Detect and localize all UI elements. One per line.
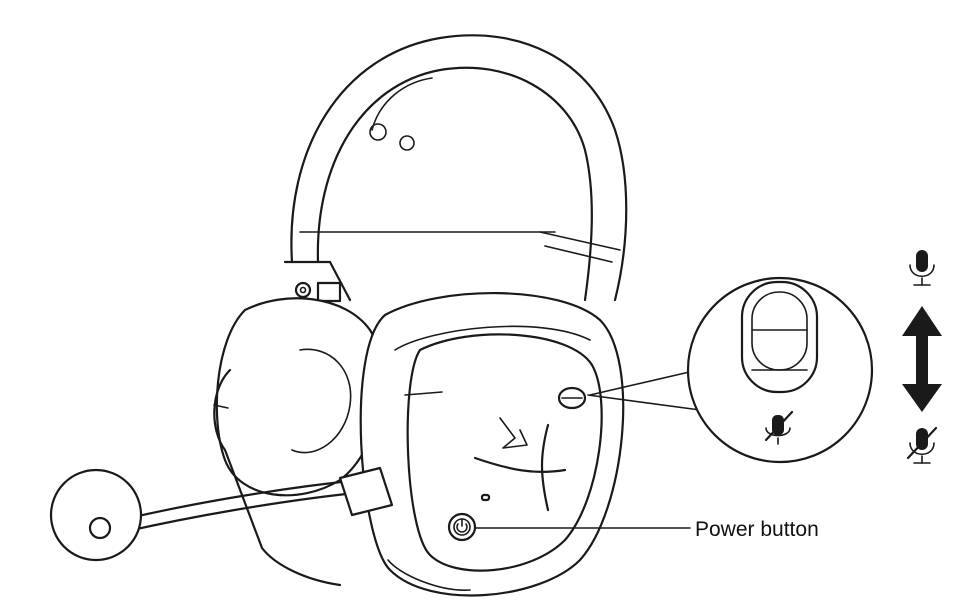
left-ear-cup (213, 297, 384, 587)
status-led (480, 493, 491, 502)
power-button[interactable] (447, 512, 477, 542)
double-arrow-icon (902, 306, 942, 412)
power-button-label: Power button (695, 518, 819, 541)
mic-switch-leader-line-lower (587, 394, 701, 411)
microphone-boom (49, 466, 394, 562)
headband (283, 34, 628, 303)
microphone-muted-icon (764, 410, 794, 445)
microphone-icon (909, 250, 935, 286)
mic-switch-leader-line (589, 369, 699, 396)
right-ear-cup (359, 292, 625, 597)
mic-switch-zoom-callout (686, 276, 874, 464)
mic-mute-switch[interactable] (557, 386, 587, 410)
microphone-muted-icon-right (906, 426, 938, 464)
power-icon (456, 518, 468, 533)
